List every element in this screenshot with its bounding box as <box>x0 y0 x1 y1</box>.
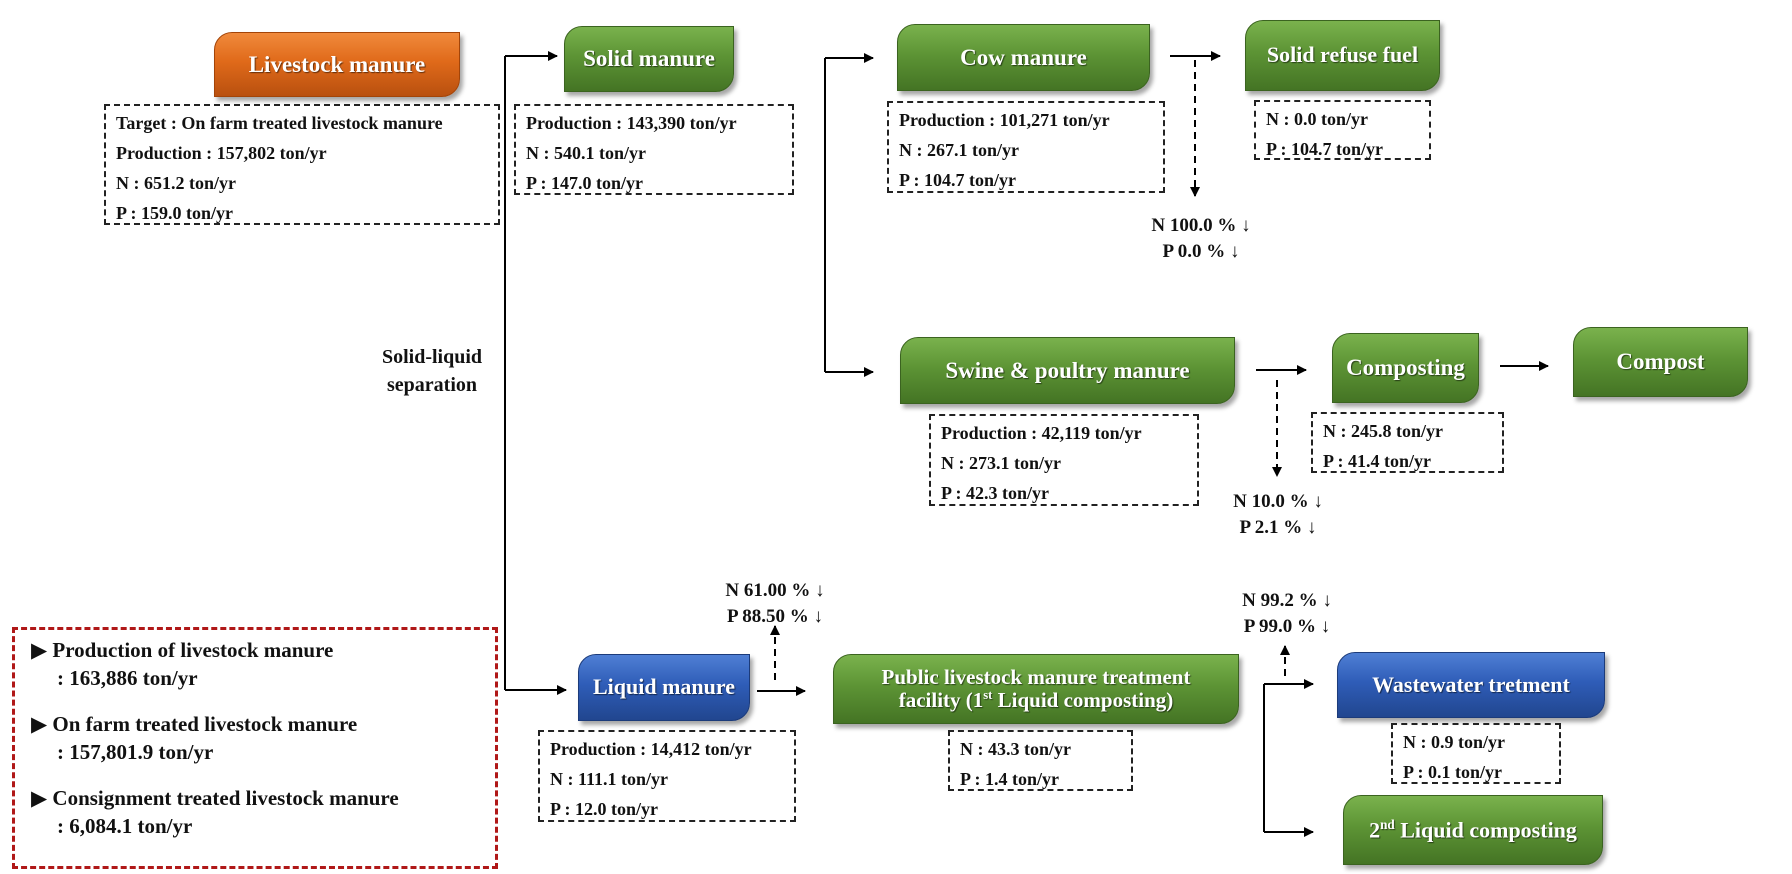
composting-n: N : 245.8 ton/yr <box>1323 421 1443 441</box>
wastewater-p: P : 0.1 ton/yr <box>1403 762 1502 782</box>
livestock-target: Target : On farm treated livestock manur… <box>116 113 443 133</box>
composting-data-box: N : 245.8 ton/yr P : 41.4 ton/yr <box>1311 412 1504 473</box>
liquid-manure-node: Liquid manure <box>578 654 750 721</box>
cow-n: N : 267.1 ton/yr <box>899 140 1019 160</box>
cow-manure-node: Cow manure <box>897 24 1150 91</box>
livestock-n: N : 651.2 ton/yr <box>116 173 236 193</box>
srf-data-box: N : 0.0 ton/yr P : 104.7 ton/yr <box>1254 100 1431 160</box>
liquid-data-box: Production : 14,412 ton/yr N : 111.1 ton… <box>538 730 796 822</box>
swine-reduction-label: N 10.0 % ↓ P 2.1 % ↓ <box>1233 491 1323 538</box>
srf-p: P : 104.7 ton/yr <box>1266 139 1383 159</box>
composting-node: Composting <box>1332 333 1479 403</box>
livestock-manure-node: Livestock manure <box>214 32 460 97</box>
public-reduction-label: N 99.2 % ↓ P 99.0 % ↓ <box>1242 590 1332 637</box>
wastewater-data-box: N : 0.9 ton/yr P : 0.1 ton/yr <box>1391 723 1561 784</box>
solid-p: P : 147.0 ton/yr <box>526 173 643 193</box>
wastewater-n: N : 0.9 ton/yr <box>1403 732 1505 752</box>
swine-data-box: Production : 42,119 ton/yr N : 273.1 ton… <box>929 414 1199 506</box>
solid-manure-node: Solid manure <box>564 26 734 92</box>
solid-refuse-fuel-node: Solid refuse fuel <box>1245 20 1440 91</box>
cow-reduction-label: N 100.0 % ↓ P 0.0 % ↓ <box>1151 215 1251 262</box>
liquid-p: P : 12.0 ton/yr <box>550 799 658 819</box>
cow-data-box: Production : 101,271 ton/yr N : 267.1 to… <box>887 101 1165 193</box>
livestock-p: P : 159.0 ton/yr <box>116 203 233 223</box>
summary-item-on-farm: ▶ On farm treated livestock manure : 157… <box>31 712 358 764</box>
cow-p: P : 104.7 ton/yr <box>899 170 1016 190</box>
composting-p: P : 41.4 ton/yr <box>1323 451 1431 471</box>
livestock-data-box: Target : On farm treated livestock manur… <box>104 104 500 225</box>
swine-n: N : 273.1 ton/yr <box>941 453 1061 473</box>
solid-n: N : 540.1 ton/yr <box>526 143 646 163</box>
wastewater-treatment-node: Wastewater tretment <box>1337 652 1605 718</box>
cow-production: Production : 101,271 ton/yr <box>899 110 1110 130</box>
liquid-reduction-label: N 61.00 % ↓ P 88.50 % ↓ <box>725 580 825 627</box>
swine-p: P : 42.3 ton/yr <box>941 483 1049 503</box>
livestock-production: Production : 157,802 ton/yr <box>116 143 327 163</box>
summary-item-production: ▶ Production of livestock manure : 163,8… <box>31 638 334 690</box>
solid-production: Production : 143,390 ton/yr <box>526 113 737 133</box>
compost-node: Compost <box>1573 327 1748 397</box>
swine-poultry-manure-node: Swine & poultry manure <box>900 337 1235 404</box>
liquid-n: N : 111.1 ton/yr <box>550 769 669 789</box>
public-data-box: N : 43.3 ton/yr P : 1.4 ton/yr <box>948 730 1133 791</box>
liquid-production: Production : 14,412 ton/yr <box>550 739 752 759</box>
second-liquid-composting-node: 2nd Liquid composting <box>1343 795 1603 865</box>
srf-n: N : 0.0 ton/yr <box>1266 109 1368 129</box>
public-p: P : 1.4 ton/yr <box>960 769 1059 789</box>
swine-production: Production : 42,119 ton/yr <box>941 423 1142 443</box>
solid-liquid-separation-label: Solid-liquid separation <box>381 346 483 396</box>
public-n: N : 43.3 ton/yr <box>960 739 1071 759</box>
solid-data-box: Production : 143,390 ton/yr N : 540.1 to… <box>514 104 794 195</box>
summary-item-consignment: ▶ Consignment treated livestock manure :… <box>31 786 399 838</box>
summary-box: ▶ Production of livestock manure : 163,8… <box>12 627 498 869</box>
